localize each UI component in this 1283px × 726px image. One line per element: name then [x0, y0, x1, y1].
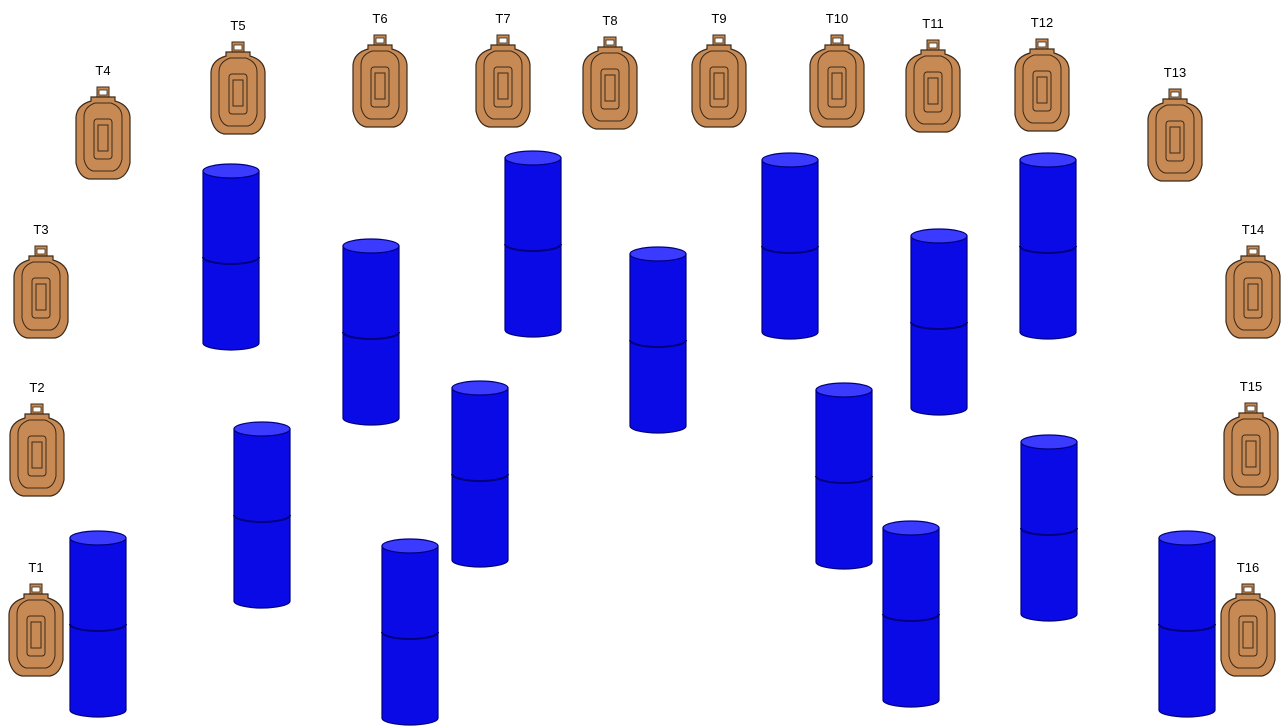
target-t2: T2 — [10, 380, 64, 496]
target-t8: T8 — [583, 13, 637, 129]
target-t14: T14 — [1226, 222, 1280, 338]
blue-barrel-icon — [70, 531, 126, 717]
blue-barrel-icon — [452, 381, 508, 567]
blue-barrel-icon — [234, 422, 290, 608]
cardboard-target-icon — [14, 246, 68, 338]
target-label: T2 — [29, 380, 44, 395]
cardboard-target-icon — [9, 584, 63, 676]
target-label: T15 — [1240, 379, 1262, 394]
cardboard-target-icon — [583, 37, 637, 129]
target-t10: T10 — [810, 11, 864, 127]
target-t4: T4 — [76, 63, 130, 179]
target-label: T8 — [602, 13, 617, 28]
blue-barrel-icon — [762, 153, 818, 339]
target-label: T10 — [826, 11, 848, 26]
target-label: T11 — [922, 16, 943, 31]
target-t9: T9 — [692, 11, 746, 127]
target-t12: T12 — [1015, 15, 1069, 131]
target-t3: T3 — [14, 222, 68, 338]
cardboard-target-icon — [76, 87, 130, 179]
target-label: T4 — [95, 63, 110, 78]
target-label: T6 — [372, 11, 387, 26]
target-t7: T7 — [476, 11, 530, 127]
target-label: T7 — [495, 11, 510, 26]
blue-barrel-icon — [911, 229, 967, 415]
cardboard-target-icon — [476, 35, 530, 127]
target-label: T12 — [1031, 15, 1053, 30]
target-label: T9 — [711, 11, 726, 26]
cardboard-target-icon — [1226, 246, 1280, 338]
target-label: T3 — [33, 222, 48, 237]
target-t15: T15 — [1224, 379, 1278, 495]
target-label: T5 — [230, 18, 245, 33]
blue-barrel-icon — [816, 383, 872, 569]
barrels-layer — [70, 151, 1215, 725]
target-t6: T6 — [353, 11, 407, 127]
cardboard-target-icon — [353, 35, 407, 127]
target-label: T16 — [1237, 560, 1259, 575]
blue-barrel-icon — [1020, 153, 1076, 339]
target-t11: T11 — [906, 16, 960, 132]
blue-barrel-icon — [382, 539, 438, 725]
target-t5: T5 — [211, 18, 265, 134]
target-label: T1 — [28, 560, 43, 575]
cardboard-target-icon — [1148, 89, 1202, 181]
blue-barrel-icon — [1159, 531, 1215, 717]
cardboard-target-icon — [810, 35, 864, 127]
cardboard-target-icon — [1015, 39, 1069, 131]
cardboard-target-icon — [1224, 403, 1278, 495]
blue-barrel-icon — [630, 247, 686, 433]
target-label: T13 — [1164, 65, 1186, 80]
cardboard-target-icon — [906, 40, 960, 132]
target-t1: T1 — [9, 560, 63, 676]
cardboard-target-icon — [211, 42, 265, 134]
cardboard-target-icon — [692, 35, 746, 127]
target-t16: T16 — [1221, 560, 1275, 676]
blue-barrel-icon — [343, 239, 399, 425]
cardboard-target-icon — [1221, 584, 1275, 676]
blue-barrel-icon — [203, 164, 259, 350]
cardboard-target-icon — [10, 404, 64, 496]
blue-barrel-icon — [883, 521, 939, 707]
blue-barrel-icon — [505, 151, 561, 337]
blue-barrel-icon — [1021, 435, 1077, 621]
target-label: T14 — [1242, 222, 1264, 237]
target-t13: T13 — [1148, 65, 1202, 181]
